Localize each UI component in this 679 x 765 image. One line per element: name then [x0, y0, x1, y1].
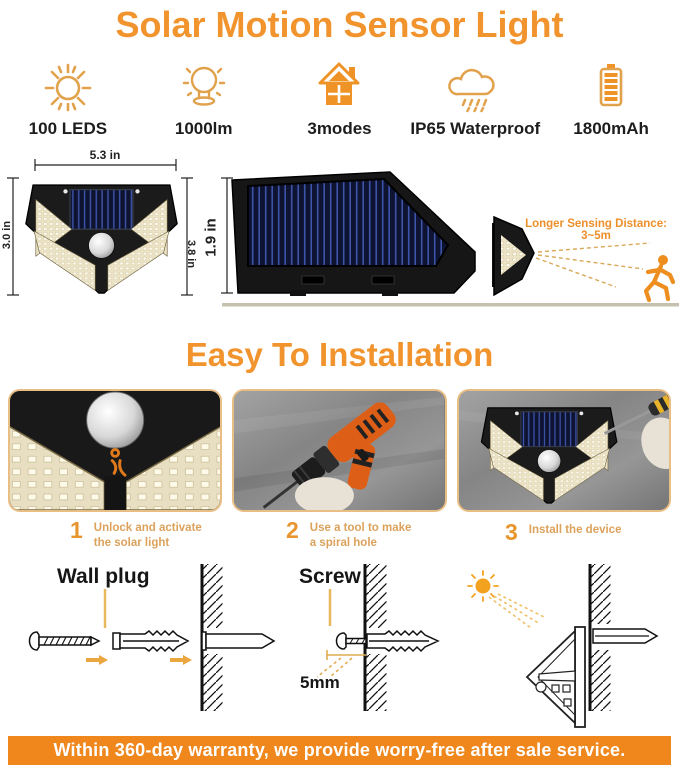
step-1: 1 Unlock and activate the solar light: [70, 519, 202, 551]
screw-head: [335, 632, 367, 650]
photo-drill-hole: [232, 389, 447, 512]
sensing-distance-label: Longer Sensing Distance: 3~5m: [525, 218, 667, 242]
dimension-lines: [7, 159, 233, 296]
arrow-right-icon: [86, 655, 108, 665]
key-pin: [110, 448, 127, 477]
warranty-banner: Within 360-day warranty, we provide worr…: [8, 736, 671, 765]
feature-label: 100 LEDS: [28, 119, 108, 138]
wall-section-1: [200, 564, 276, 711]
dim-front-height-right: 3.8 in: [185, 239, 197, 269]
arrow-right-icon: [170, 655, 192, 665]
screw-illustration: [28, 631, 101, 651]
step-number: 3: [505, 519, 518, 545]
photo-install-device: [456, 389, 671, 512]
feature-100-leds: 100 LEDS: [0, 52, 136, 139]
step-caption: Install the device: [528, 524, 622, 536]
plug-in-wall: [366, 629, 440, 653]
wall-plug-illustration: [112, 629, 190, 653]
screwdriver-handle: [648, 391, 669, 416]
sun-rays-icon: [467, 570, 547, 629]
surface-line: [222, 303, 679, 307]
protrusion-label: 5mm: [300, 673, 340, 692]
feature-label: 3modes: [307, 119, 372, 138]
dim-front-height-left: 3.0 in: [1, 220, 13, 250]
sensing-product-illustration: [492, 215, 535, 297]
glove-hand: [295, 477, 355, 510]
mounting-diagram: [28, 564, 659, 728]
feature-waterproof: IP65 Waterproof: [407, 52, 543, 139]
wall-plug-label: Wall plug: [57, 565, 150, 588]
feature-3modes: 3modes: [272, 52, 408, 139]
feature-label: IP65 Waterproof: [410, 119, 541, 138]
protrusion-measure: [316, 650, 366, 678]
step-number: 1: [70, 517, 83, 543]
step-2: 2 Use a tool to make a spiral hole: [286, 519, 411, 551]
house-icon: [311, 52, 367, 114]
wall-section-3: [588, 564, 659, 711]
screwdriver-shaft: [603, 409, 652, 435]
sun-icon: [40, 52, 96, 114]
glove-hand: [640, 417, 669, 469]
step-caption: Use a tool to make a spiral hole: [309, 522, 412, 549]
feature-label: 1800mAh: [573, 119, 649, 138]
feature-row: 100 LEDS 1000lm: [0, 52, 679, 139]
dim-front-width: 5.3 in: [89, 148, 121, 162]
page-title: Solar Motion Sensor Light: [115, 4, 564, 45]
wall-section-2: [316, 564, 440, 711]
front-view-product-illustration: [25, 184, 178, 294]
feature-label: 1000lm: [174, 119, 233, 138]
side-view-product-illustration: [231, 171, 476, 296]
feature-1000lm: 1000lm: [136, 52, 272, 139]
lightbulb-icon: [176, 52, 232, 114]
step-3: 3 Install the device: [505, 521, 621, 544]
screw-label: Screw: [299, 565, 361, 588]
drill: [263, 402, 397, 509]
step-number: 2: [286, 517, 299, 543]
installation-heading: Easy To Installation: [185, 336, 494, 373]
battery-icon: [583, 52, 639, 114]
dim-side-height: 1.9 in: [202, 218, 220, 257]
installation-photos: [8, 389, 671, 512]
photo-unlock-light: [8, 389, 223, 512]
feature-battery: 1800mAh: [543, 52, 679, 139]
sensing-rays: [535, 242, 651, 288]
mounted-light-drawing: [525, 626, 586, 728]
rain-cloud-icon: [443, 52, 507, 114]
step-caption: Unlock and activate the solar light: [93, 522, 202, 549]
product-dimension-diagram: [7, 159, 679, 307]
running-person-icon: [643, 255, 676, 303]
